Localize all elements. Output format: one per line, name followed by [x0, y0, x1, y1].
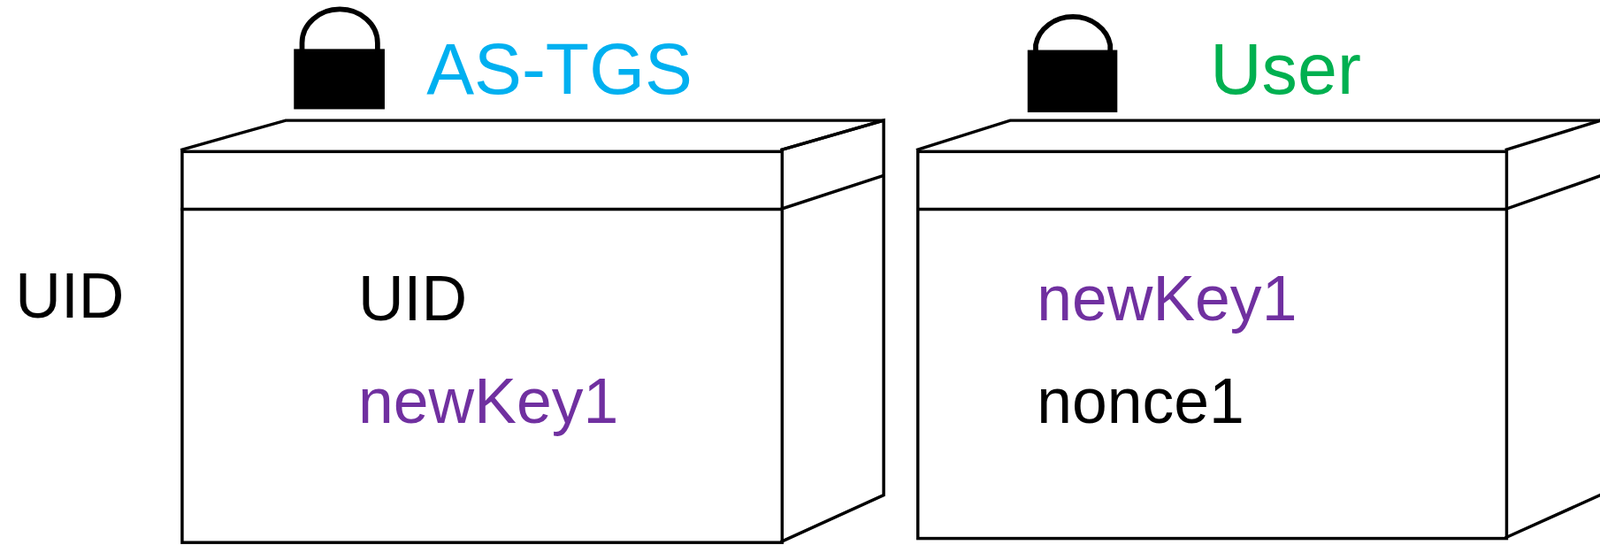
locked-box: AS-TGSUIDnewKey1: [180, 150, 784, 544]
free-label: UID: [15, 264, 124, 329]
lid-line: [180, 175, 884, 209]
box-heading: User: [1209, 33, 1362, 106]
box-item: nonce1: [1036, 369, 1245, 434]
padlock-symbol: [1027, 16, 1118, 113]
box-top-face: [180, 120, 884, 150]
box-item: newKey1: [1036, 267, 1297, 331]
box-top-face: [916, 120, 1600, 150]
lid-line: [916, 173, 1600, 209]
box-item: newKey1: [358, 369, 619, 434]
box-heading: AS-TGS: [426, 33, 693, 106]
locked-box: UsernewKey1nonce1: [916, 150, 1509, 541]
box-item: UID: [358, 267, 467, 331]
box-side-edge: [1505, 491, 1600, 538]
box-top-edge: [1505, 118, 1600, 151]
box-side-face: [780, 120, 885, 542]
padlock-symbol: [293, 8, 385, 109]
